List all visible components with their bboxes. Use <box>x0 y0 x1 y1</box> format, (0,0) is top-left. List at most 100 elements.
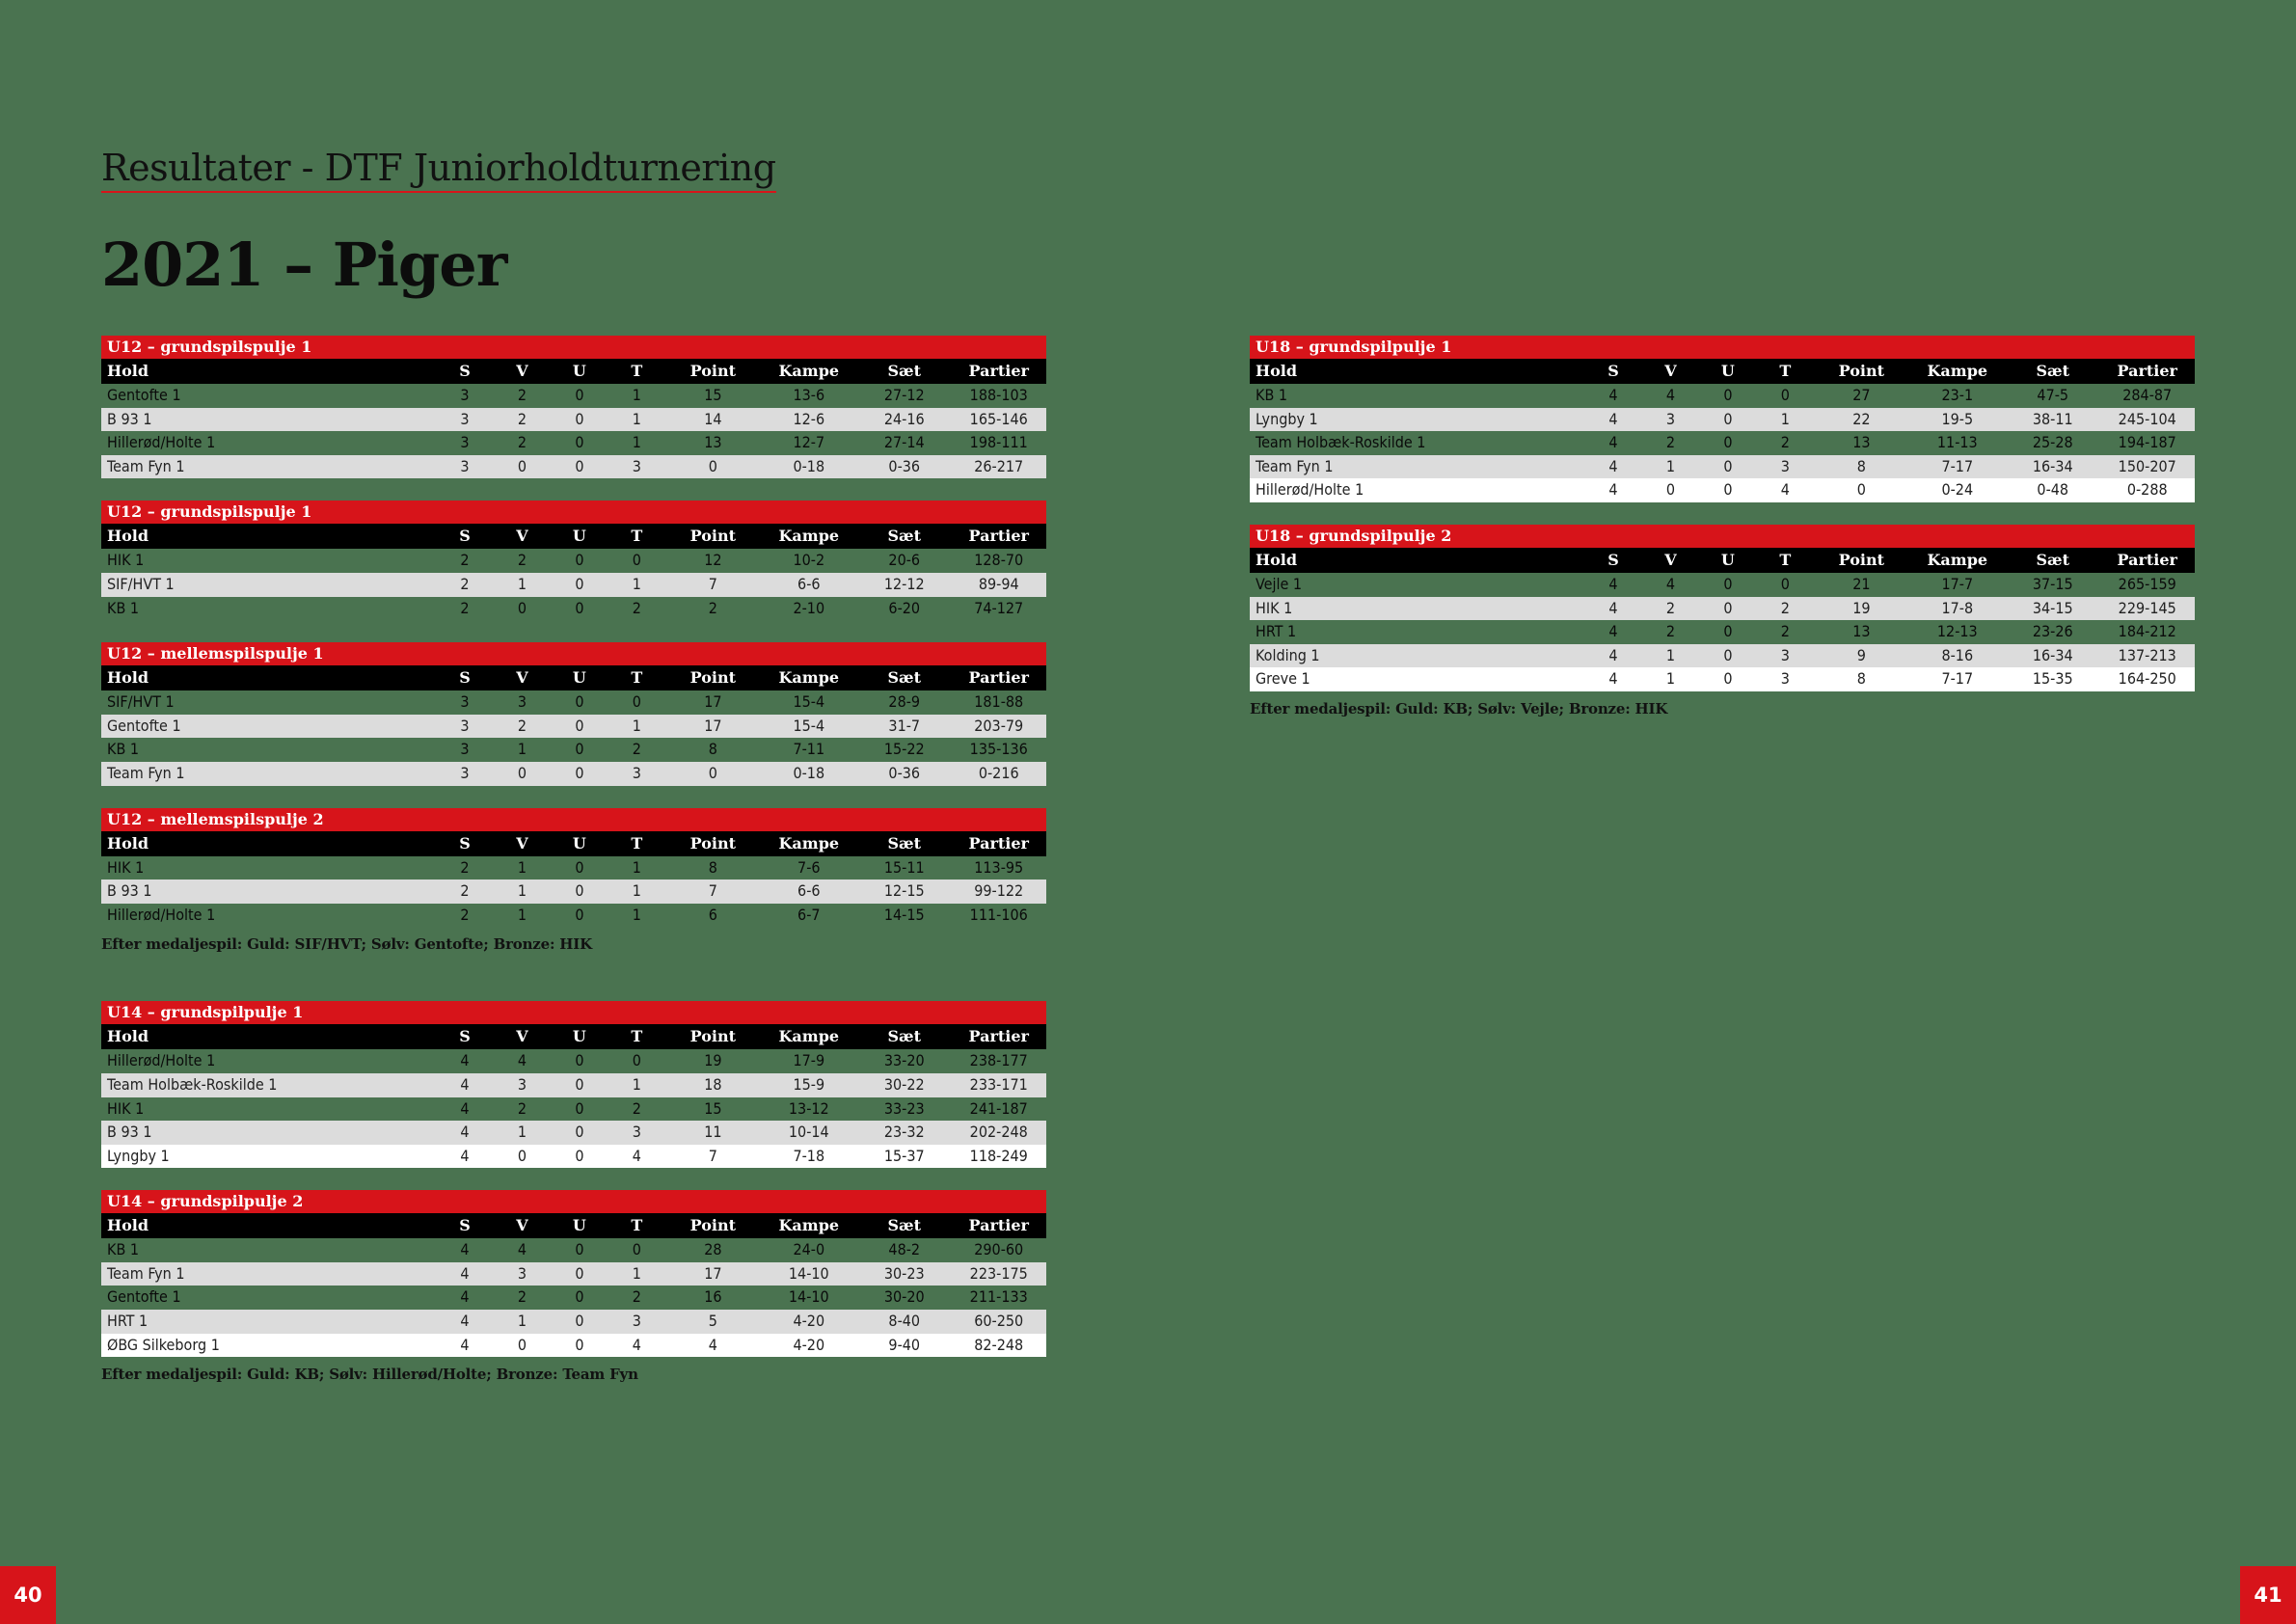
stat-cell: 10-2 <box>793 551 825 570</box>
stat-cell: 2 <box>460 574 470 593</box>
stat-cell: 1 <box>517 574 527 593</box>
stat-cell: 0 <box>575 881 584 901</box>
team-name-cell: KB 1 <box>107 598 140 617</box>
stat-cell: 12-15 <box>883 881 925 901</box>
stat-cell: 18 <box>704 1074 722 1094</box>
column-header: U <box>572 1216 586 1235</box>
stat-cell: 150-207 <box>2118 456 2176 475</box>
stat-cell: 12 <box>704 551 722 570</box>
stat-cell: 15-22 <box>883 740 925 759</box>
team-name-cell: HIK 1 <box>107 1098 145 1118</box>
stat-cell: 2 <box>460 551 470 570</box>
team-name-cell: Team Holbæk-Roskilde 1 <box>107 1074 278 1094</box>
stat-cell: 0-216 <box>978 763 1019 782</box>
stat-cell: 4-20 <box>793 1312 825 1331</box>
column-header: S <box>1607 362 1619 380</box>
column-header: T <box>631 668 643 688</box>
stat-cell: 4 <box>460 1263 470 1283</box>
stat-cell: 34-15 <box>2032 598 2073 617</box>
stat-cell: 0 <box>708 763 717 782</box>
stat-cell: 11-13 <box>1936 433 1978 452</box>
stat-cell: 0 <box>575 692 584 712</box>
stat-cell: 89-94 <box>978 574 1019 593</box>
stat-cell: 8 <box>1856 669 1866 689</box>
stat-cell: 17 <box>704 716 722 735</box>
stat-cell: 3 <box>460 409 470 428</box>
stat-cell: 265-159 <box>2118 574 2176 593</box>
stat-cell: 14-15 <box>883 905 925 924</box>
column-header: Partier <box>2117 362 2177 380</box>
team-name-cell: Lyngby 1 <box>107 1146 170 1165</box>
stat-cell: 15-4 <box>793 692 825 712</box>
stat-cell: 38-11 <box>2032 409 2073 428</box>
team-name-cell: SIF/HVT 1 <box>107 692 175 712</box>
stat-cell: 1 <box>632 1263 641 1283</box>
stat-cell: 4 <box>460 1312 470 1331</box>
column-header: Partier <box>968 1216 1029 1235</box>
stat-cell: 3 <box>1780 456 1790 475</box>
team-name-cell: B 93 1 <box>107 409 152 428</box>
column-header: U <box>572 833 586 853</box>
stat-cell: 6-6 <box>797 574 821 593</box>
stat-cell: 4 <box>460 1287 470 1307</box>
stat-cell: 4 <box>1608 669 1618 689</box>
stat-cell: 2 <box>460 881 470 901</box>
stat-cell: 5 <box>708 1312 717 1331</box>
stat-cell: 4 <box>632 1335 641 1354</box>
stat-cell: 1 <box>517 905 527 924</box>
stat-cell: 4-20 <box>793 1335 825 1354</box>
table-caption: U18 – grundspilpulje 1 <box>1250 336 2195 359</box>
column-header: Point <box>689 668 737 688</box>
team-name-cell: HRT 1 <box>107 1312 149 1331</box>
column-header: T <box>631 527 643 546</box>
table-caption: U18 – grundspilpulje 2 <box>1250 524 2195 548</box>
team-name-cell: KB 1 <box>1256 386 1288 404</box>
column-header: V <box>516 362 528 380</box>
stat-cell: 0 <box>575 716 584 735</box>
stat-cell: 113-95 <box>974 857 1024 877</box>
stat-cell: 30-23 <box>883 1263 925 1283</box>
stat-cell: 0 <box>575 386 584 404</box>
stat-cell: 0 <box>575 456 584 475</box>
table-caption: U12 – mellemspilspulje 1 <box>101 642 1046 666</box>
column-header: Kampe <box>778 362 840 380</box>
table-caption: U12 – grundspilspulje 1 <box>101 501 1046 525</box>
stat-cell: 15-4 <box>793 716 825 735</box>
stat-cell: 164-250 <box>2118 669 2176 689</box>
stat-cell: 0 <box>517 456 527 475</box>
stat-cell: 0 <box>708 456 717 475</box>
stat-cell: 118-249 <box>969 1146 1028 1165</box>
stat-cell: 0 <box>1665 480 1676 500</box>
stat-cell: 6-7 <box>797 905 821 924</box>
column-header: U <box>1720 550 1735 569</box>
stat-cell: 3 <box>632 763 641 782</box>
stat-cell: 4 <box>460 1098 470 1118</box>
column-header: V <box>516 1216 528 1235</box>
stat-cell: 0 <box>1723 480 1733 500</box>
stat-cell: 0-18 <box>793 456 825 475</box>
column-header: T <box>631 362 643 380</box>
stat-cell: 13-12 <box>788 1098 829 1118</box>
stat-cell: 2 <box>517 1098 527 1118</box>
stat-cell: 2 <box>1780 433 1790 452</box>
stat-cell: 37-15 <box>2032 574 2073 593</box>
team-name-cell: Vejle 1 <box>1256 574 1303 593</box>
team-name-cell: Gentofte 1 <box>107 1287 181 1307</box>
column-header: U <box>1720 362 1735 380</box>
stat-cell: 99-122 <box>974 881 1024 901</box>
